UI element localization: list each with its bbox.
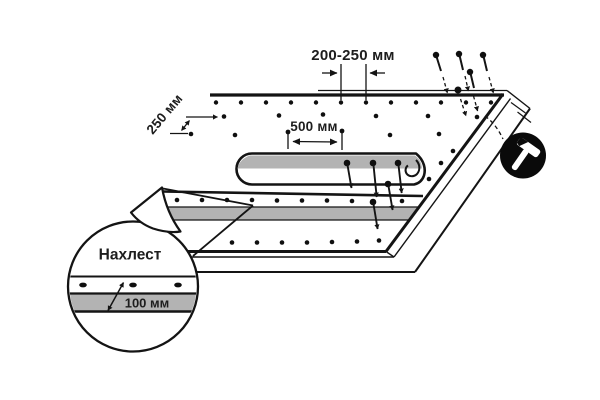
nail-icon (432, 51, 449, 94)
edge-nail-spacing-label: 200-250 мм (311, 47, 394, 64)
nail-icon (369, 159, 379, 198)
top-underlayment-sheet (210, 89, 507, 182)
row-spacing-label: 250 мм (144, 91, 186, 137)
falling-nails (432, 50, 495, 117)
lower-underlayment-sheet (146, 190, 424, 245)
hammer-icon (511, 136, 541, 171)
detail-magnifier-circle: Нахлест 100 мм (66, 220, 200, 353)
nail-icon (369, 198, 380, 230)
nail-icon (394, 159, 404, 194)
hammer-badge (484, 115, 546, 179)
field-nail-dots (221, 112, 480, 182)
underlayment-roll (235, 152, 427, 186)
nail-icon (466, 68, 479, 112)
overlap-title-label: Нахлест (99, 247, 162, 264)
edge-nail-row (213, 100, 494, 105)
dimension-row-spacing: 250 мм (144, 91, 218, 137)
roof-deck-edge (182, 89, 532, 273)
lifted-sheet-corner (129, 186, 182, 234)
nails-through-overlap (343, 159, 404, 230)
deck-board-end (506, 89, 532, 123)
overlap-stripe-magnified (69, 293, 197, 312)
nail-icon (384, 180, 395, 211)
nail-icon (454, 86, 468, 117)
nail-icon (479, 51, 495, 94)
field-nail-spacing-label: 500 мм (290, 119, 337, 134)
overlap-width-label: 100 мм (125, 296, 170, 311)
lower-edge-nail-row (229, 238, 382, 245)
dimension-field-nail-spacing: 500 мм (285, 119, 345, 150)
callout-pointer (162, 187, 254, 257)
nail-icon (455, 50, 470, 92)
nail-icon (343, 159, 354, 189)
dimension-edge-nail-spacing: 200-250 мм (311, 47, 395, 100)
